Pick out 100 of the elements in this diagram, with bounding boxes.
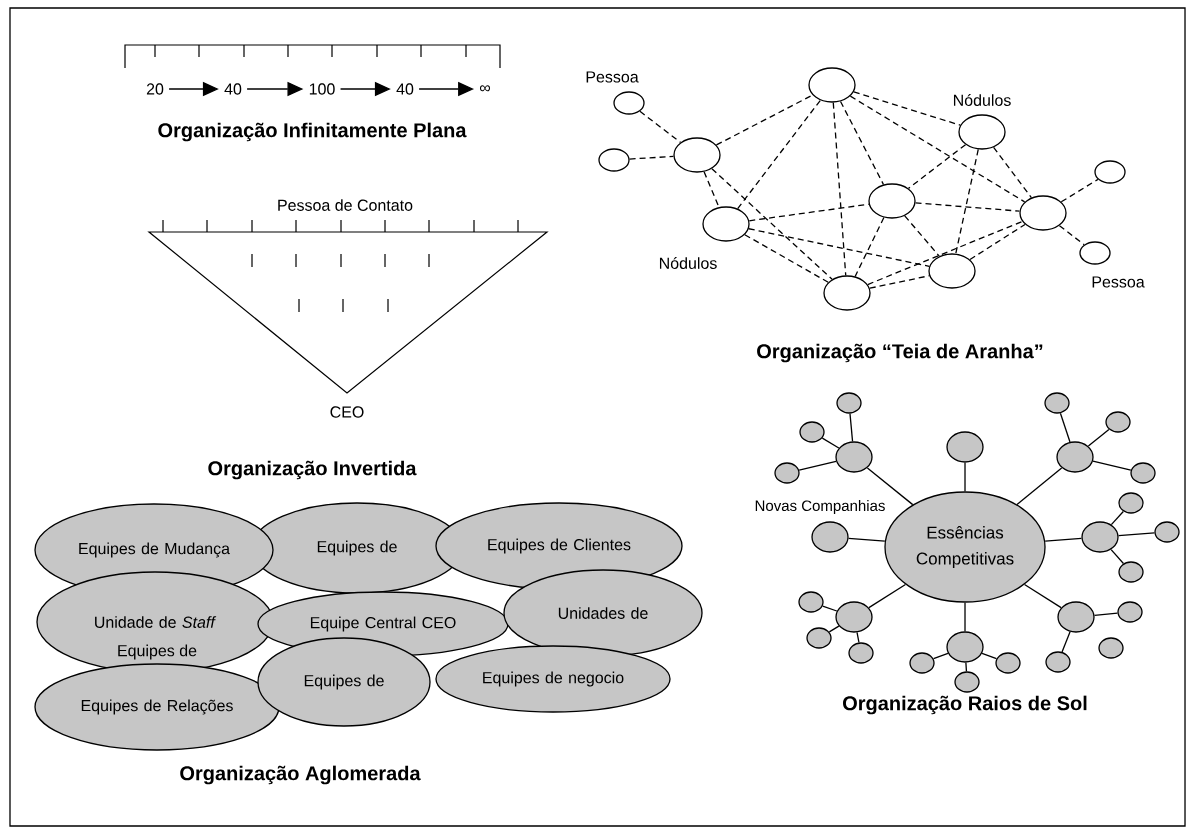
- unit-circle: [1056, 441, 1094, 473]
- dashed-line: [628, 155, 675, 160]
- dashed-line: [748, 228, 930, 267]
- node-label: Pessoa: [1092, 276, 1145, 288]
- unit-circle: [946, 431, 984, 463]
- node-circle: [613, 91, 645, 115]
- unit-circle: [798, 591, 824, 613]
- node-circle: [1079, 241, 1111, 265]
- scale-number: ∞: [480, 85, 491, 92]
- dashed-line: [969, 223, 1026, 261]
- unit-circle: [835, 601, 873, 633]
- dashed-line: [955, 148, 979, 255]
- dashed-line: [904, 215, 940, 257]
- dashed-line: [715, 94, 814, 146]
- connector-line: [856, 631, 860, 644]
- unit-circle: [1081, 521, 1119, 553]
- connector-line: [849, 413, 854, 443]
- dashed-line: [992, 146, 1033, 199]
- unit-circle: [1154, 521, 1180, 543]
- connector-line: [1059, 412, 1071, 443]
- node-label: Pessoa de Contato: [278, 199, 413, 211]
- connector-line: [1016, 467, 1063, 506]
- dashed-line: [711, 168, 833, 280]
- connector-line: [964, 602, 966, 632]
- connector-line: [1087, 428, 1110, 447]
- connector-line: [981, 652, 998, 660]
- panel-title: Organização Invertida: [208, 460, 417, 480]
- node-circle: [673, 137, 721, 173]
- connector-line: [798, 460, 837, 471]
- connector-line: [1093, 612, 1119, 616]
- connector-line: [965, 662, 968, 672]
- panel-title: Organização Aglomerada: [180, 765, 421, 785]
- unit-circle: [1045, 651, 1071, 673]
- unit-circle: [774, 462, 800, 484]
- panel-title: Organização Raios de Sol: [843, 695, 1087, 715]
- connector-line: [866, 467, 914, 506]
- dashed-line: [744, 234, 829, 283]
- node-label: Novas Companhias: [753, 499, 887, 515]
- unit-circle: [799, 421, 825, 443]
- unit-circle: [946, 631, 984, 663]
- dashed-line: [907, 144, 967, 189]
- connector-line: [1044, 537, 1083, 542]
- unit-circle: [995, 652, 1021, 674]
- unit-circle: [1044, 392, 1070, 414]
- connector-line: [1117, 532, 1156, 537]
- unit-circle: [835, 441, 873, 473]
- connector-line: [1092, 460, 1132, 471]
- panel-title: Organização Infinitamente Plana: [158, 122, 467, 142]
- scale-number: 100: [309, 83, 335, 95]
- node-circle: [702, 206, 750, 242]
- dashed-line: [869, 275, 930, 289]
- dashed-line: [1058, 225, 1085, 246]
- dashed-line: [748, 203, 870, 222]
- dashed-line: [854, 216, 885, 278]
- node-circle: [1094, 160, 1126, 184]
- scale-number: 40: [396, 83, 414, 95]
- connector-line: [1110, 548, 1125, 565]
- dashed-line: [832, 101, 847, 277]
- unit-circle: [806, 627, 832, 649]
- connector-line: [1110, 510, 1124, 526]
- unit-circle: [1118, 492, 1144, 514]
- node-circle: [1019, 195, 1067, 231]
- unit-circle: [1057, 601, 1095, 633]
- connector-line: [964, 462, 966, 492]
- unit-circle: [836, 392, 862, 414]
- dashed-line: [853, 91, 961, 126]
- connector-line: [932, 652, 949, 660]
- node-label: CEO: [330, 406, 364, 418]
- unit-circle: [1105, 411, 1131, 433]
- dashed-line: [737, 99, 821, 210]
- connector-line: [822, 605, 838, 612]
- dashed-line: [839, 100, 885, 186]
- node-circle: [823, 275, 871, 311]
- panel-title: Organização “Teia de Aranha”: [757, 343, 1043, 363]
- unit-circle: [1117, 601, 1143, 623]
- dashed-line: [703, 171, 720, 208]
- dashed-line: [1060, 178, 1099, 203]
- connector-line: [1023, 583, 1062, 609]
- connector-line: [821, 437, 840, 449]
- team-label: Equipes de: [118, 644, 197, 660]
- node-label: Nódulos: [659, 257, 717, 269]
- unit-circle: [954, 671, 980, 693]
- node-circle: [958, 114, 1006, 150]
- scale-number: 20: [146, 83, 164, 95]
- node-circle: [598, 148, 630, 172]
- unit-circle: [1118, 561, 1144, 583]
- unit-circle: [1098, 637, 1124, 659]
- connector-line: [847, 537, 886, 542]
- connector-line: [868, 583, 907, 609]
- unit-circle: [909, 652, 935, 674]
- unit-circle: [1130, 462, 1156, 484]
- connector-line: [1061, 631, 1071, 653]
- dashed-line: [849, 95, 1026, 203]
- dashed-line: [867, 220, 1023, 286]
- dashed-line: [914, 202, 1021, 212]
- scale-number: 40: [224, 83, 242, 95]
- unit-circle: [848, 642, 874, 664]
- unit-circle: [811, 521, 849, 553]
- node-circle: [928, 253, 976, 289]
- node-circle: [808, 67, 856, 103]
